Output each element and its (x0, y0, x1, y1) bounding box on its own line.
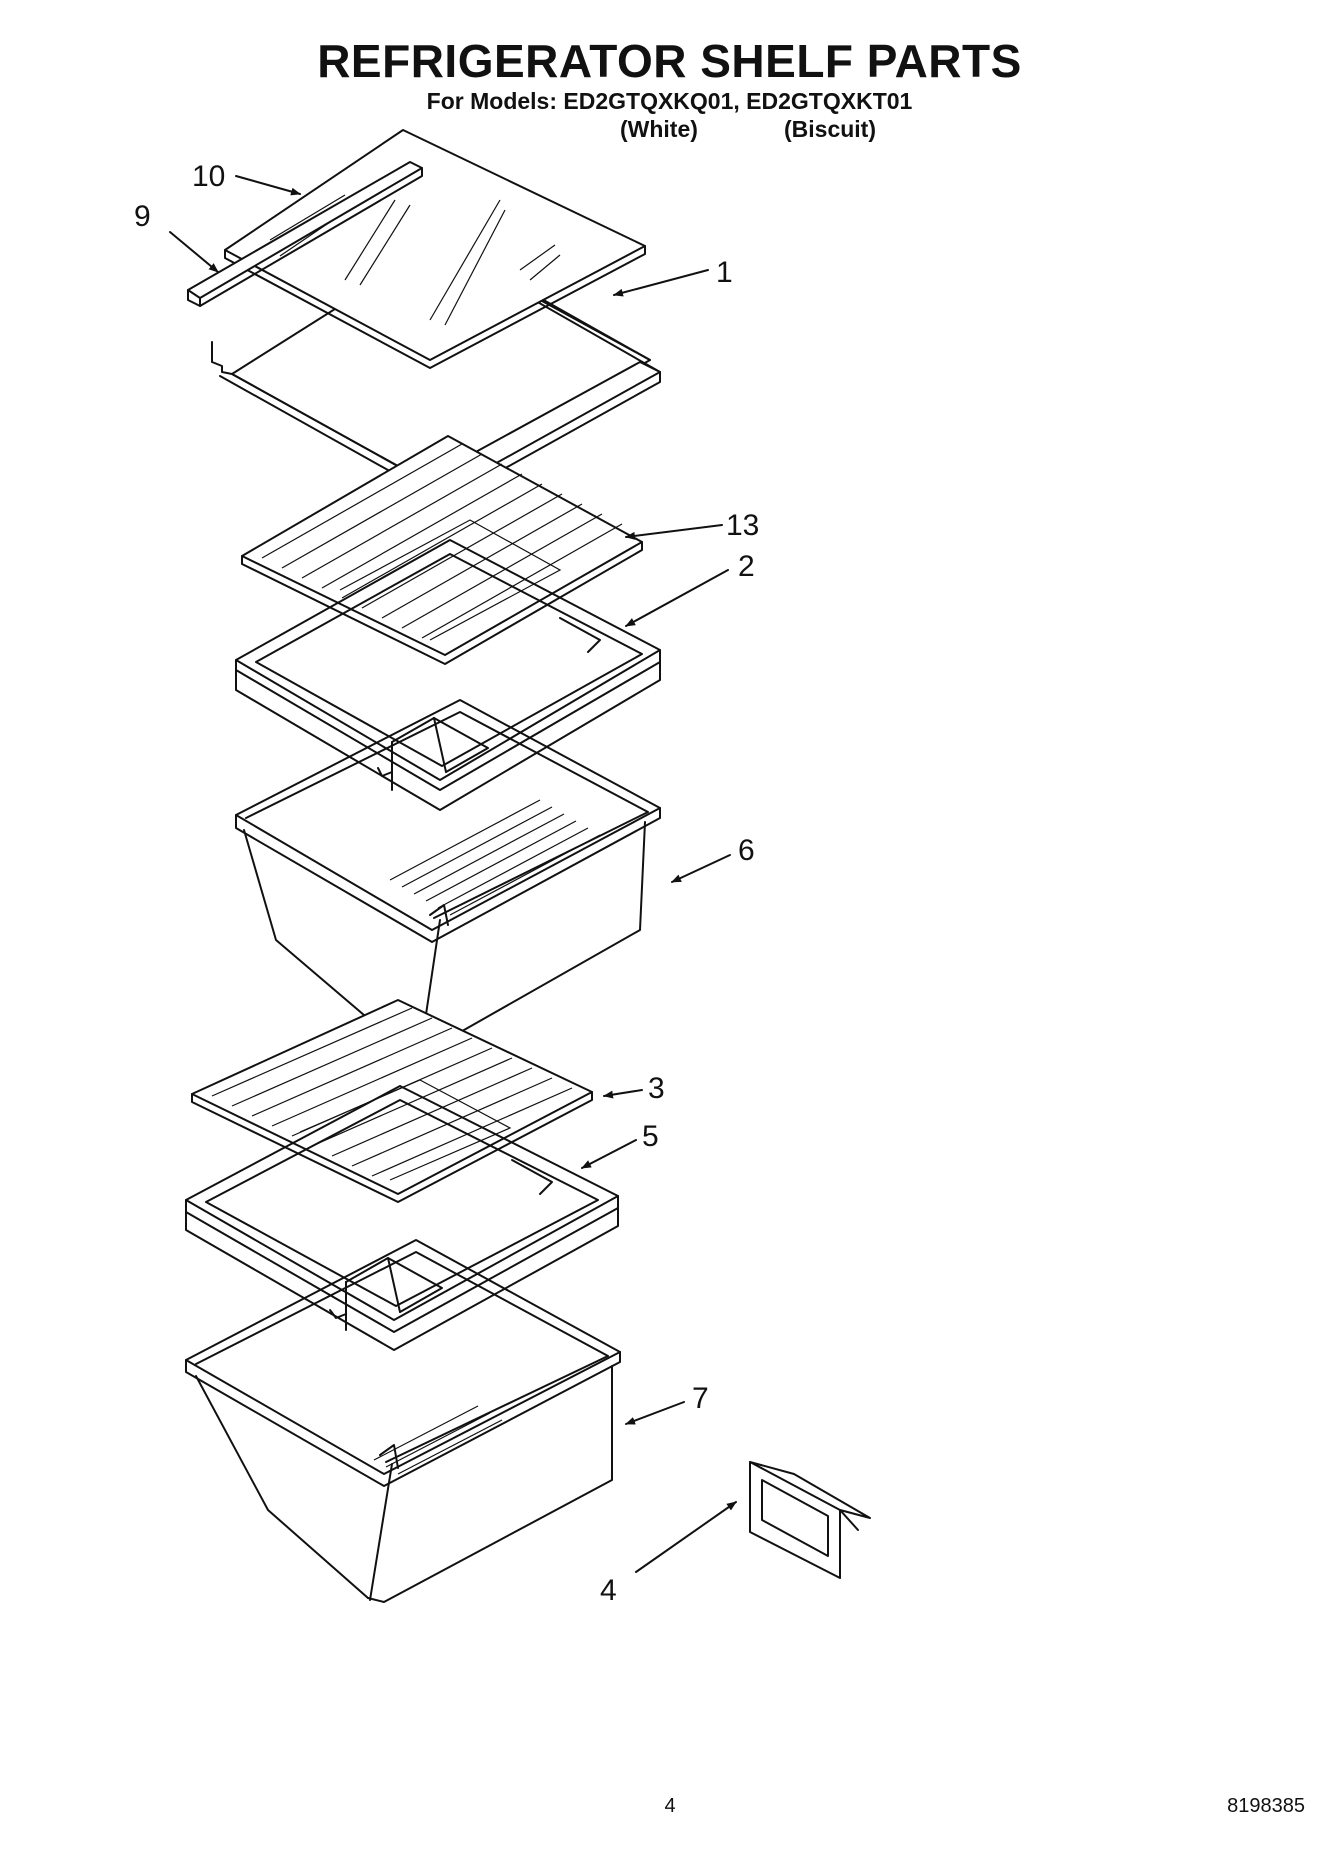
callout-1: 1 (716, 256, 733, 289)
front-trim-part-9 (187, 161, 423, 307)
callout-arrows (169, 175, 737, 1573)
document-number: 8198385 (1227, 1795, 1305, 1817)
callout-13: 13 (726, 509, 759, 542)
callout-3: 3 (648, 1072, 665, 1105)
crisper-frame-part-2 (235, 539, 661, 811)
crisper-drawer-part-7 (185, 1239, 621, 1603)
glass-shelf-part-10 (224, 129, 646, 369)
page-number: 4 (664, 1795, 676, 1817)
divider-part-4 (749, 1461, 871, 1579)
callout-10: 10 (192, 160, 225, 193)
crisper-frame-part-5 (185, 1085, 619, 1351)
color-label-biscuit: (Biscuit) (784, 116, 876, 142)
callout-2: 2 (738, 550, 755, 583)
callout-7: 7 (692, 1382, 709, 1415)
page-title: REFRIGERATOR SHELF PARTS (317, 35, 1022, 87)
callout-6: 6 (738, 834, 755, 867)
crisper-cover-part-3 (191, 999, 593, 1203)
callout-4: 4 (600, 1574, 617, 1607)
callout-9: 9 (134, 200, 151, 233)
color-label-white: (White) (620, 116, 698, 142)
crisper-drawer-part-6 (235, 699, 661, 1056)
callout-5: 5 (642, 1120, 659, 1153)
models-line: For Models: ED2GTQXKQ01, ED2GTQXKT01 (426, 88, 913, 114)
